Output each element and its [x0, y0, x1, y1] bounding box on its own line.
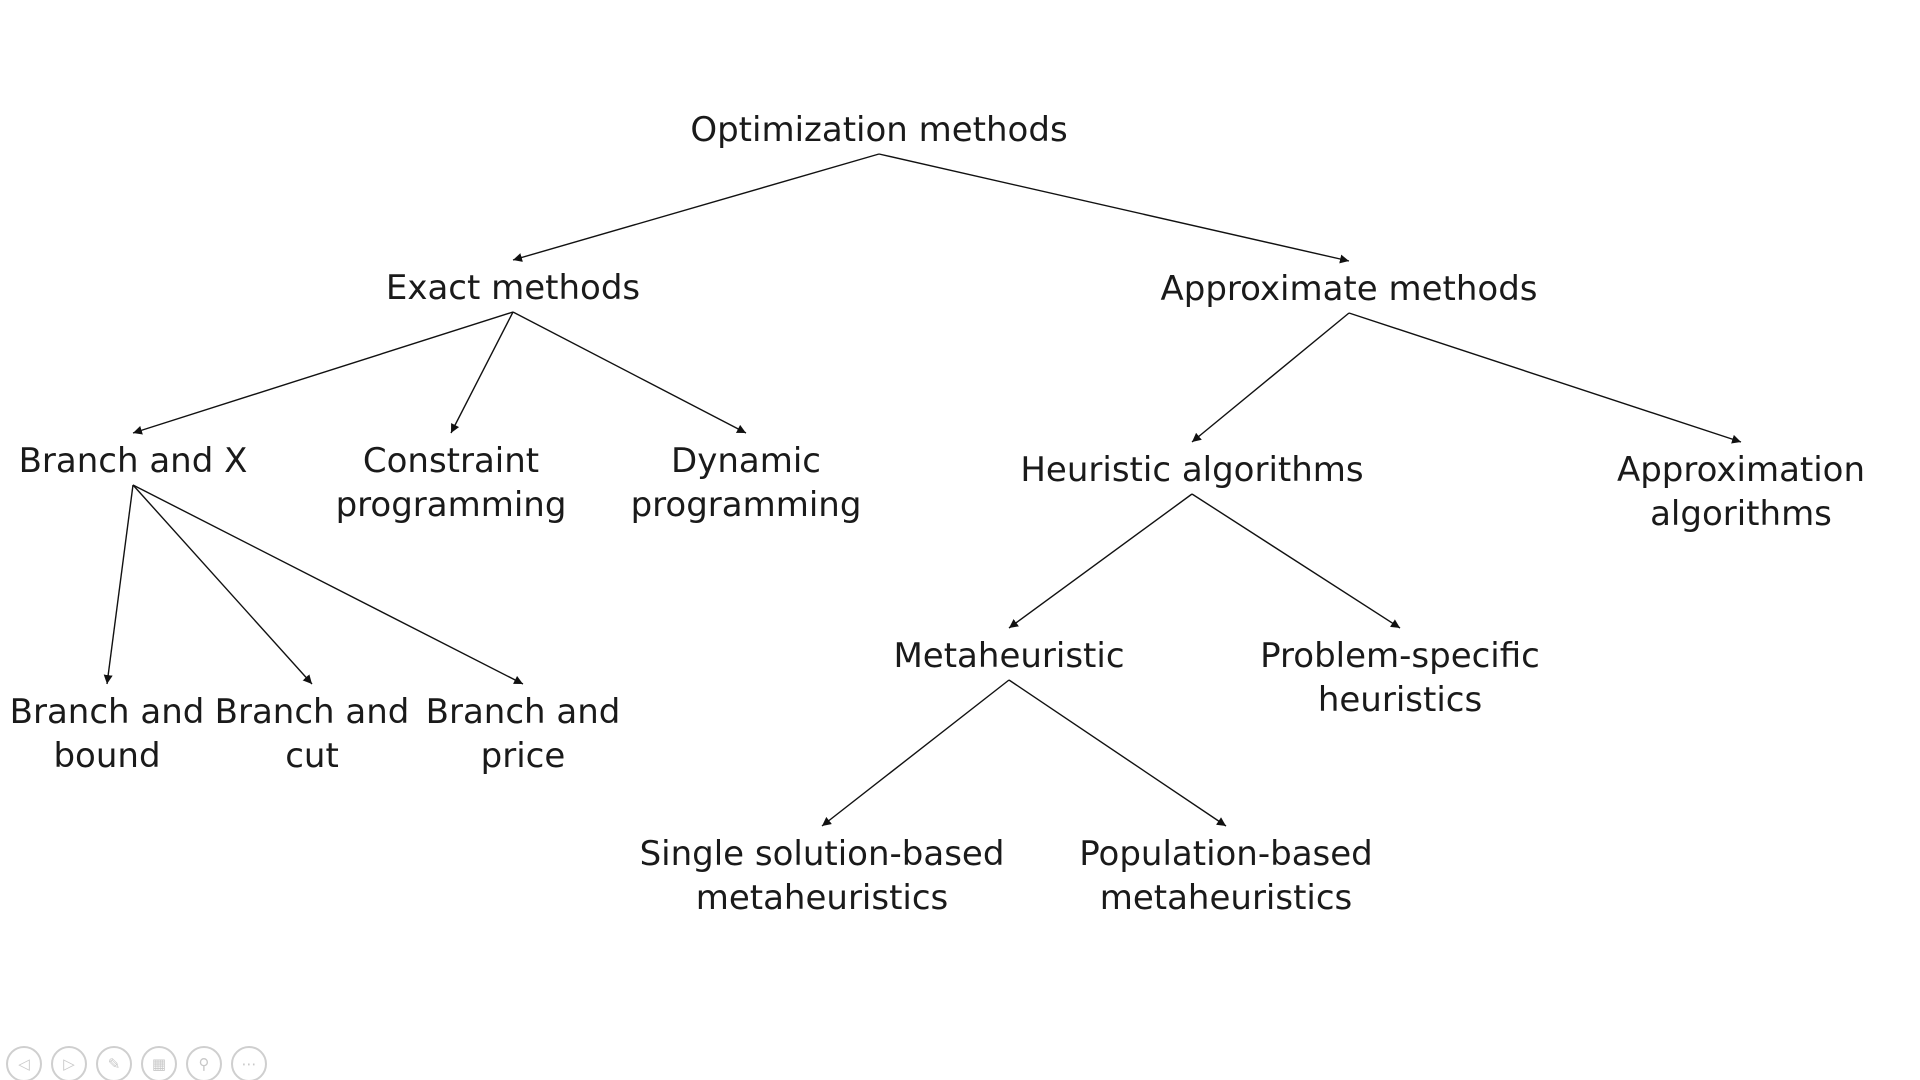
zoom-icon: ⚲	[198, 1055, 210, 1073]
slideshow-controls: ◁ ▷ ✎ ▦ ⚲ ⋯	[6, 1046, 267, 1080]
slides-grid-button[interactable]: ▦	[141, 1046, 177, 1080]
previous-slide-icon: ◁	[18, 1055, 30, 1073]
node-population-based-metaheuristics: Population-based metaheuristics	[1079, 834, 1373, 918]
edge-exact-to-dp	[512, 311, 747, 434]
node-single-solution-based-metaheuristics: Single solution-based metaheuristics	[639, 834, 1005, 918]
slides-grid-icon: ▦	[151, 1055, 167, 1073]
node-problem-specific-heuristics: Problem-specific heuristics	[1260, 636, 1540, 720]
node-approximation-algorithms: Approximation algorithms	[1616, 450, 1866, 534]
node-branch-and-bound: Branch and bound	[9, 692, 205, 776]
more-options-button[interactable]: ⋯	[231, 1046, 267, 1080]
more-options-icon: ⋯	[241, 1055, 257, 1073]
edge-root-to-exact	[512, 153, 880, 262]
next-slide-icon: ▷	[63, 1055, 75, 1073]
node-optimization-methods: Optimization methods	[690, 110, 1068, 150]
zoom-button[interactable]: ⚲	[186, 1046, 222, 1080]
node-branch-and-cut: Branch and cut	[214, 692, 410, 776]
edge-bx-to-bb	[103, 484, 134, 685]
edge-approx-to-heur	[1191, 312, 1350, 443]
node-branch-and-x: Branch and X	[18, 441, 248, 481]
edge-exact-to-bx	[132, 311, 514, 435]
edge-root-to-approx	[878, 153, 1350, 264]
edge-bx-to-bc	[132, 484, 313, 685]
edge-meta-to-pop	[1008, 679, 1227, 827]
edge-heur-to-psh	[1191, 493, 1401, 629]
pen-button[interactable]: ✎	[96, 1046, 132, 1080]
edge-heur-to-meta	[1008, 493, 1193, 629]
node-dynamic-programming: Dynamic programming	[630, 441, 862, 525]
edge-approx-to-apxalg	[1348, 312, 1742, 444]
next-slide-button[interactable]: ▷	[51, 1046, 87, 1080]
edge-exact-to-cp	[450, 311, 514, 434]
node-exact-methods: Exact methods	[385, 268, 641, 308]
edge-bx-to-bp	[132, 484, 524, 685]
node-heuristic-algorithms: Heuristic algorithms	[1020, 450, 1364, 490]
node-approximate-methods: Approximate methods	[1160, 269, 1538, 309]
previous-slide-button[interactable]: ◁	[6, 1046, 42, 1080]
node-constraint-programming: Constraint programming	[335, 441, 567, 525]
pen-icon: ✎	[107, 1055, 121, 1073]
node-metaheuristic: Metaheuristic	[893, 636, 1125, 676]
node-branch-and-price: Branch and price	[425, 692, 621, 776]
edge-meta-to-ssb	[821, 679, 1010, 827]
